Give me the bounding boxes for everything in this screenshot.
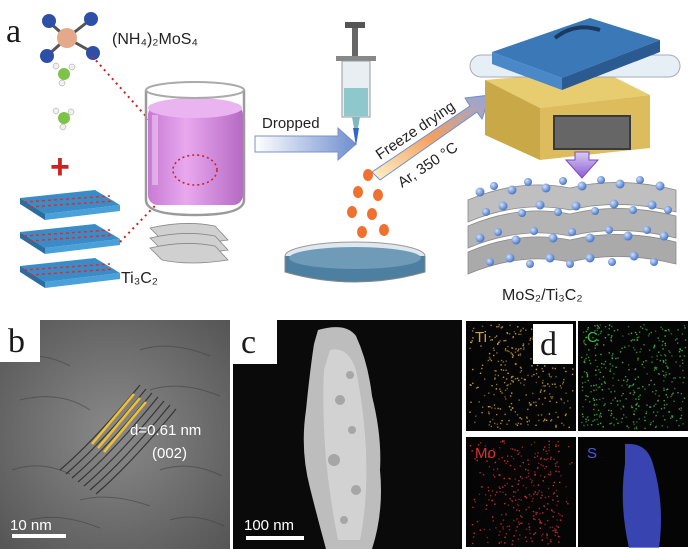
mos2-ti3c2-composite-icon [467, 176, 677, 275]
scale-bar [246, 536, 304, 540]
eds-map-grid: Ti C Mo S [466, 321, 688, 548]
ti3c2-crystal-icon [20, 190, 120, 288]
plus-sign: + [50, 148, 70, 186]
panel-b: d=0.61 nm (002) b 10 nm [0, 320, 230, 549]
eds-map-label: S [587, 445, 597, 462]
panel-a-letter: a [6, 13, 21, 50]
d-spacing-label: d=0.61 nm [130, 422, 201, 439]
scale-bar-label: 100 nm [244, 517, 294, 534]
product-label: MoS₂/Ti₃C₂ [502, 287, 583, 304]
panel-c-letter: c [241, 324, 256, 361]
panel-d-letter: d [540, 326, 557, 363]
ammonium-molecule-icon [52, 107, 75, 131]
d-spacing-marker [91, 393, 147, 453]
petri-dish-icon [284, 241, 426, 283]
nanosheet-stack-icon [149, 223, 229, 264]
eds-map-label: Ti [475, 329, 487, 346]
panel-c: c 100 nm [233, 320, 462, 549]
step-dropped-label: Dropped [262, 115, 320, 132]
down-arrow-icon [564, 151, 600, 179]
panel-b-letter: b [8, 323, 25, 360]
substrate-label: Ti₃C₂ [121, 270, 158, 287]
precursor-formula: (NH₄)₂MoS₄ [112, 31, 198, 48]
eds-map-c: C [578, 321, 688, 431]
eds-map-label: Mo [475, 445, 496, 462]
panel-d: Ti C Mo S d [465, 320, 692, 549]
eds-map-mo: Mo [466, 437, 576, 547]
eds-map-label: C [587, 329, 598, 346]
ammonium-molecule-icon [52, 62, 76, 87]
tube-furnace-icon [469, 18, 681, 160]
mos4-molecule-icon [40, 12, 100, 63]
dropped-arrow-icon [254, 126, 357, 162]
scale-bar [12, 534, 66, 538]
syringe-icon [336, 22, 376, 146]
beaker-icon [144, 81, 246, 217]
eds-map-s: S [578, 437, 688, 548]
scale-bar-label: 10 nm [10, 517, 52, 534]
panel-a: a (NH₄)₂MoS₄ + [6, 12, 681, 304]
plane-label: (002) [152, 445, 187, 462]
